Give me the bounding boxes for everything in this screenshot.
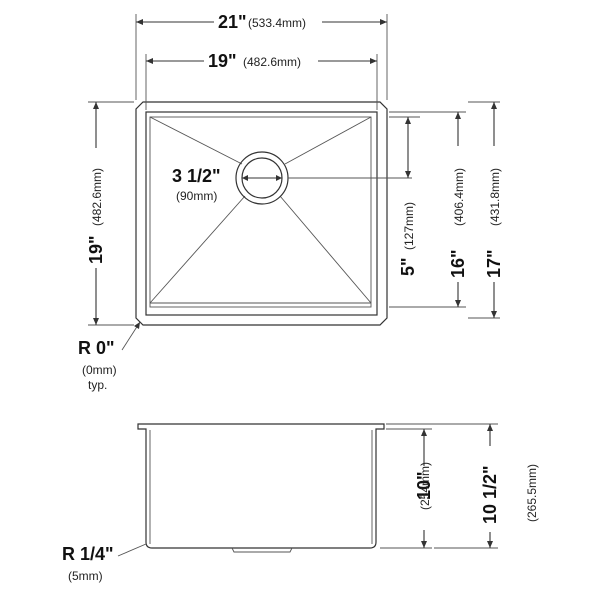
- bowl-width-metric: (482.6mm): [243, 55, 301, 69]
- bowl-bottom: [149, 116, 372, 308]
- bowl-height-dimension: 10" (254mm): [380, 428, 434, 549]
- arrowhead: [455, 112, 461, 119]
- drain-diameter-imperial: 3 1/2": [172, 166, 221, 186]
- slope-line-top-right: [284, 116, 372, 165]
- bowl-depth-left-imperial: 19": [86, 235, 106, 264]
- bowl-width-imperial: 19": [208, 51, 237, 71]
- bowl-height-imperial: 10": [414, 471, 434, 500]
- bowl-depth-left-metric: (482.6mm): [90, 168, 104, 226]
- side-view: [117, 423, 385, 557]
- arrowhead: [405, 117, 411, 124]
- arrowhead: [93, 102, 99, 109]
- arrowhead: [370, 58, 377, 64]
- arrowhead: [405, 171, 411, 178]
- arrowhead: [487, 424, 493, 431]
- bottom-radius-leader: [117, 543, 147, 557]
- drain-offset-dimension: 5" (127mm): [389, 116, 420, 276]
- overall-depth-dimension: 17" (431.8mm): [468, 101, 504, 319]
- corner-radius-imperial: R 0": [78, 338, 115, 358]
- arrowhead: [136, 19, 143, 25]
- arrowhead: [380, 19, 387, 25]
- bottom-radius-metric: (5mm): [68, 569, 103, 583]
- arrowhead: [134, 322, 140, 329]
- arrowhead: [421, 541, 427, 548]
- arrowhead: [421, 429, 427, 436]
- overall-depth-imperial: 17": [484, 249, 504, 278]
- drain-outlet: [231, 547, 293, 553]
- arrowhead: [455, 300, 461, 307]
- arrowhead: [146, 58, 153, 64]
- bowl-depth-right-dimension: 16" (406.4mm): [389, 111, 468, 308]
- arrowhead: [93, 318, 99, 325]
- drain-diameter-metric: (90mm): [176, 189, 217, 203]
- overall-height-metric: (265.5mm): [525, 464, 539, 522]
- bowl-depth-left-dimension: 19" (482.6mm): [86, 101, 134, 326]
- bowl-depth-right-imperial: 16": [448, 249, 468, 278]
- arrowhead: [491, 311, 497, 318]
- corner-radius-metric: (0mm): [82, 363, 117, 377]
- bowl-height-metric: (254mm): [418, 462, 432, 510]
- overall-width-imperial: 21": [218, 12, 247, 32]
- bowl-depth-right-metric: (406.4mm): [452, 168, 466, 226]
- top-view: [121, 101, 412, 351]
- arrowhead: [487, 541, 493, 548]
- corner-radius-note: typ.: [88, 378, 107, 392]
- sink-side-profile: [137, 423, 385, 549]
- sink-outer-flange: [135, 101, 388, 326]
- overall-height-imperial: 10 1/2": [480, 465, 500, 524]
- arrowhead: [276, 175, 282, 181]
- bowl-rim: [145, 111, 378, 316]
- bowl-width-dimension: 19" (482.6mm): [145, 51, 378, 110]
- overall-height-dimension: 10 1/2" (265.5mm): [386, 423, 539, 549]
- overall-width-dimension: 21" (533.4mm): [135, 12, 388, 100]
- overall-depth-metric: (431.8mm): [488, 168, 502, 226]
- drain-offset-imperial: 5": [398, 257, 418, 276]
- slope-line-top-left: [149, 116, 243, 165]
- overall-width-metric: (533.4mm): [248, 16, 306, 30]
- bottom-radius-imperial: R 1/4": [62, 544, 114, 564]
- arrowhead: [491, 102, 497, 109]
- slope-line-bottom-right: [279, 195, 372, 304]
- slope-line-bottom-left: [149, 195, 246, 304]
- drain-offset-metric: (127mm): [402, 202, 416, 250]
- arrowhead: [242, 175, 248, 181]
